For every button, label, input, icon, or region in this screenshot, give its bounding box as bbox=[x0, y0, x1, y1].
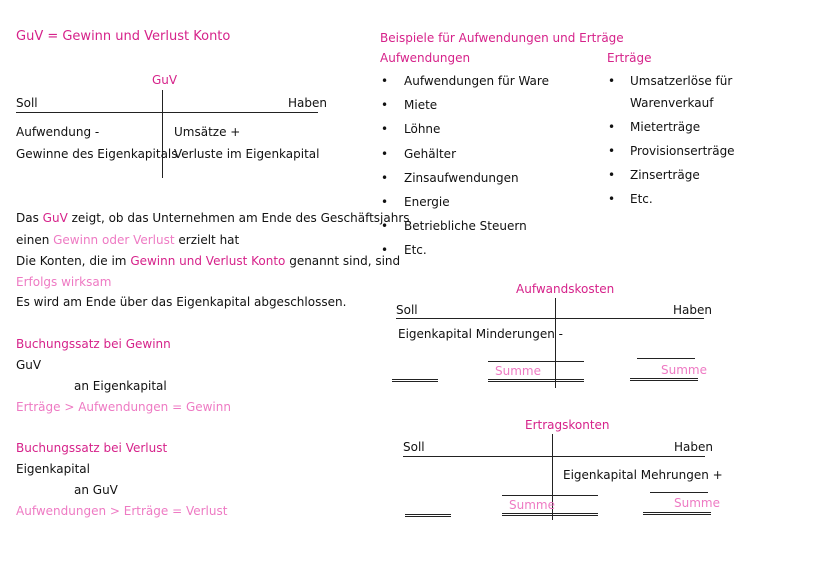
list-item: Etc. bbox=[404, 243, 427, 257]
ertragskonten-vertical-line bbox=[552, 434, 553, 520]
list-item: Provisionserträge bbox=[630, 144, 735, 158]
para-line1: Das GuV zeigt, ob das Unternehmen am End… bbox=[16, 211, 410, 225]
summe-double-line bbox=[502, 513, 598, 516]
guv-vertical-line bbox=[162, 90, 163, 178]
aufwandskosten-soll: Soll bbox=[396, 303, 418, 317]
gewinn-line2: an Eigenkapital bbox=[74, 379, 167, 393]
bullet-icon: • bbox=[381, 122, 389, 136]
bullet-icon: • bbox=[608, 144, 616, 158]
summe-line bbox=[650, 492, 708, 493]
summe-double-line bbox=[643, 512, 711, 515]
ertragskonten-soll: Soll bbox=[403, 440, 425, 454]
list-item: Betriebliche Steuern bbox=[404, 219, 527, 233]
summe-line bbox=[637, 358, 695, 359]
para-line2: einen Gewinn oder Verlust erzielt hat bbox=[16, 233, 239, 247]
para-line4: Erfolgs wirksam bbox=[16, 275, 112, 289]
bullet-icon: • bbox=[608, 74, 616, 88]
list-item: Umsatzerlöse für bbox=[630, 74, 733, 88]
bullet-icon: • bbox=[381, 74, 389, 88]
page-title: GuV = Gewinn und Verlust Konto bbox=[16, 29, 231, 44]
list-item: Etc. bbox=[630, 192, 653, 206]
summe-label: Summe bbox=[674, 496, 720, 510]
bullet-icon: • bbox=[608, 120, 616, 134]
summe-line bbox=[488, 361, 584, 362]
aufwandskosten-vertical-line bbox=[555, 298, 556, 388]
guv-horizontal-line bbox=[16, 112, 318, 113]
para-text: Die Konten, die im bbox=[16, 254, 131, 268]
para-text: erzielt hat bbox=[174, 233, 240, 247]
summe-double-line bbox=[488, 379, 584, 382]
guv-right-line2: Verluste im Eigenkapital bbox=[174, 147, 320, 161]
para-highlight: Gewinn oder Verlust bbox=[53, 233, 175, 247]
para-line3: Die Konten, die im Gewinn und Verlust Ko… bbox=[16, 254, 400, 268]
para-line5: Es wird am Ende über das Eigenkapital ab… bbox=[16, 295, 347, 309]
bullet-icon: • bbox=[381, 147, 389, 161]
guv-right-line1: Umsätze + bbox=[174, 125, 241, 139]
para-text: Das bbox=[16, 211, 43, 225]
bullet-icon: • bbox=[381, 243, 389, 257]
ertragskonten-text: Eigenkapital Mehrungen + bbox=[563, 468, 723, 482]
bullet-icon: • bbox=[608, 168, 616, 182]
para-text: einen bbox=[16, 233, 54, 247]
gewinn-line1: GuV bbox=[16, 358, 42, 372]
summe-label: Summe bbox=[495, 364, 541, 378]
bullet-icon: • bbox=[381, 219, 389, 233]
bullet-icon: • bbox=[381, 98, 389, 112]
summe-line bbox=[502, 495, 598, 496]
para-text: genannt sind, sind bbox=[285, 254, 401, 268]
para-highlight: GuV bbox=[42, 211, 68, 225]
aufwendungen-heading: Aufwendungen bbox=[380, 51, 471, 65]
guv-account-name: GuV bbox=[152, 73, 178, 87]
examples-title: Beispiele für Aufwendungen und Erträge bbox=[380, 31, 624, 45]
aufwandskosten-name: Aufwandskosten bbox=[516, 282, 615, 296]
ertragskonten-horizontal-line bbox=[403, 456, 705, 457]
guv-haben-label: Haben bbox=[288, 96, 327, 110]
summe-label: Summe bbox=[661, 363, 707, 377]
para-text: zeigt, ob das Unternehmen am Ende des Ge… bbox=[67, 211, 410, 225]
summe-label: Summe bbox=[509, 498, 555, 512]
bullet-icon: • bbox=[381, 171, 389, 185]
aufwandskosten-text: Eigenkapital Minderungen - bbox=[398, 327, 563, 341]
list-item: Gehälter bbox=[404, 147, 456, 161]
guv-left-line2: Gewinne des Eigenkapitals bbox=[16, 147, 178, 161]
verlust-rule: Aufwendungen > Erträge = Verlust bbox=[16, 504, 228, 518]
para-highlight: Gewinn und Verlust Konto bbox=[130, 254, 286, 268]
list-item: Zinsaufwendungen bbox=[404, 171, 519, 185]
aufwandskosten-haben: Haben bbox=[673, 303, 712, 317]
verlust-heading: Buchungssatz bei Verlust bbox=[16, 441, 168, 455]
list-item: Zinserträge bbox=[630, 168, 700, 182]
list-item: Aufwendungen für Ware bbox=[404, 74, 549, 88]
bullet-icon: • bbox=[608, 192, 616, 206]
ertragskonten-haben: Haben bbox=[674, 440, 713, 454]
verlust-line1: Eigenkapital bbox=[16, 462, 90, 476]
gewinn-heading: Buchungssatz bei Gewinn bbox=[16, 337, 171, 351]
closing-double-line bbox=[405, 514, 451, 517]
ertraege-heading: Erträge bbox=[607, 51, 652, 65]
list-item: Löhne bbox=[404, 122, 441, 136]
gewinn-rule: Erträge > Aufwendungen = Gewinn bbox=[16, 400, 231, 414]
bullet-icon: • bbox=[381, 195, 389, 209]
aufwandskosten-horizontal-line bbox=[396, 318, 704, 319]
list-item-continuation: Warenverkauf bbox=[630, 96, 714, 110]
list-item: Miete bbox=[404, 98, 438, 112]
summe-double-line bbox=[630, 378, 698, 381]
closing-double-line bbox=[392, 379, 438, 382]
list-item: Energie bbox=[404, 195, 450, 209]
guv-soll-label: Soll bbox=[16, 96, 38, 110]
ertragskonten-name: Ertragskonten bbox=[525, 418, 610, 432]
verlust-line2: an GuV bbox=[74, 483, 118, 497]
list-item: Mieterträge bbox=[630, 120, 701, 134]
guv-left-line1: Aufwendung - bbox=[16, 125, 100, 139]
